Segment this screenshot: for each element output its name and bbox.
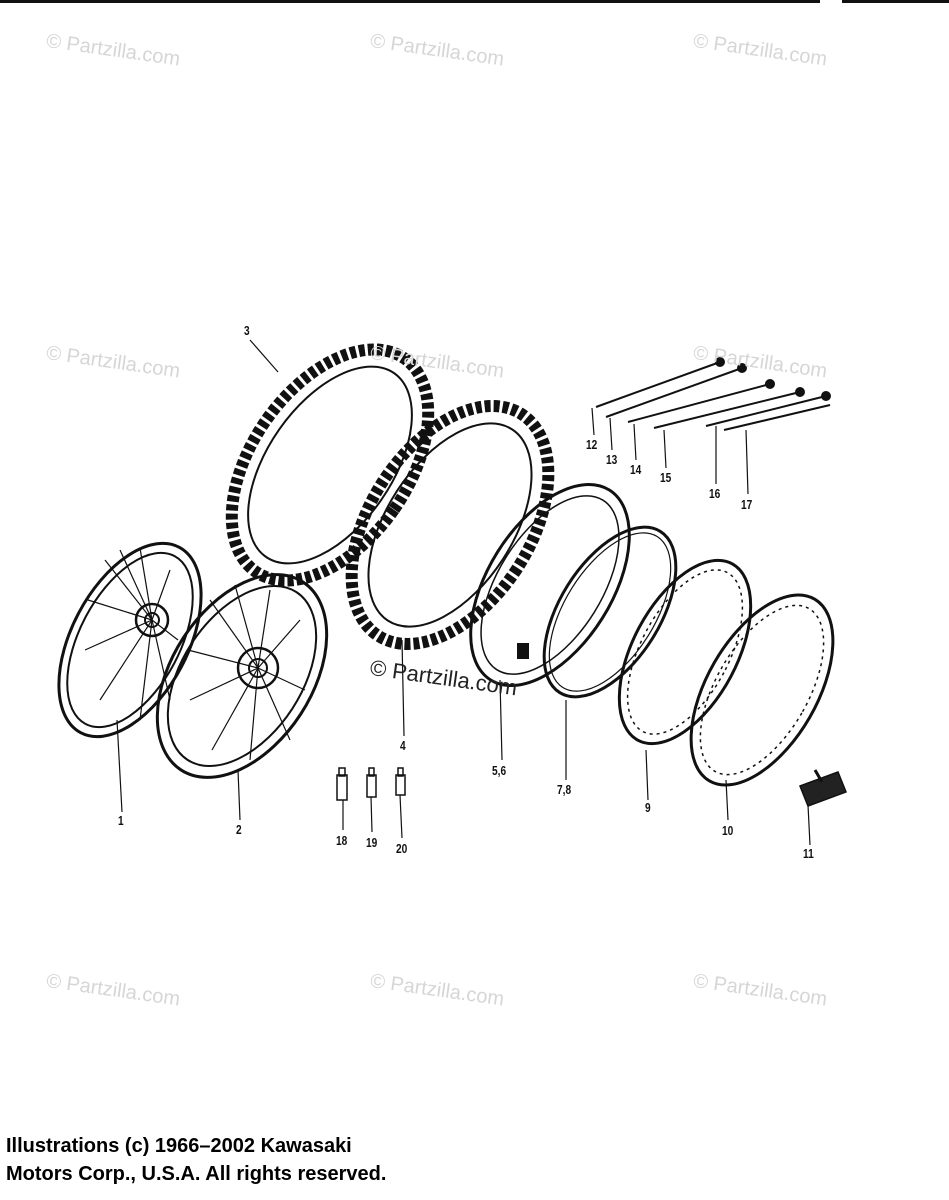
rim-band-part-7-8: [542, 525, 678, 699]
rear-wheel-part-2: [155, 573, 329, 779]
callout-19: 19: [366, 835, 378, 850]
callout-2: 2: [236, 822, 242, 837]
callout-10: 10: [722, 823, 734, 838]
callout-17: 17: [741, 497, 753, 512]
callout-14: 14: [630, 462, 642, 477]
front-wheel-part-1: [57, 541, 203, 739]
callout-7-8: 7,8: [557, 782, 572, 797]
tire-part-4: [345, 400, 555, 650]
rim-part-9: [617, 558, 753, 746]
callout-13: 13: [606, 452, 618, 467]
copyright-line-2: Motors Corp., U.S.A. All rights reserved…: [6, 1163, 387, 1185]
callout-11: 11: [803, 846, 814, 861]
callout-3: 3: [244, 323, 250, 338]
top-border-line-right: [842, 0, 949, 3]
spokes-parts-12-17: [595, 357, 831, 431]
copyright-line-1: Illustrations (c) 1966–2002 Kawasaki: [6, 1135, 352, 1157]
callout-12: 12: [586, 437, 598, 452]
top-border-line: [0, 0, 820, 3]
tire-part-3: [225, 343, 435, 587]
callout-9: 9: [645, 800, 651, 815]
spoke-nipples-parts-18-20: [336, 767, 406, 801]
copyright-notice: Illustrations (c) 1966–2002 Kawasaki Mot…: [6, 1132, 386, 1188]
callout-1: 1: [118, 813, 124, 828]
callout-18: 18: [336, 833, 348, 848]
callout-20: 20: [396, 841, 408, 856]
callout-5-6: 5,6: [492, 763, 507, 778]
callout-15: 15: [660, 470, 672, 485]
rim-lock-part-11: [799, 769, 847, 807]
callout-leader-lines: [116, 339, 811, 846]
rim-part-10: [689, 593, 835, 787]
callout-16: 16: [709, 486, 721, 501]
inner-tube-part-5-6: [469, 482, 631, 688]
callout-4: 4: [400, 738, 406, 753]
